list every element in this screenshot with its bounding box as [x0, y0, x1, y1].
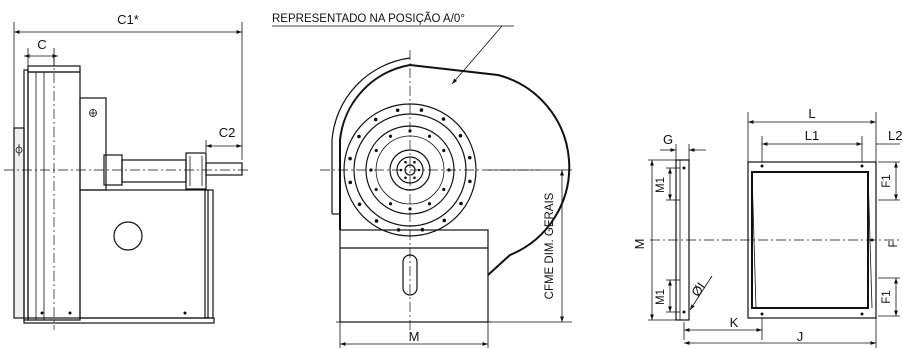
bolt-hole	[388, 202, 393, 206]
side-view: C1* C C2	[4, 12, 250, 330]
volute-outline	[339, 63, 571, 276]
bolt-hole	[427, 134, 432, 138]
position-note: REPRESENTADO NA POSIÇÃO A/0°	[272, 12, 465, 25]
bolt-hole	[420, 227, 425, 232]
base-box	[79, 189, 209, 319]
label-l1: L1	[805, 128, 819, 143]
bolt-hole	[467, 155, 472, 160]
front-view: REPRESENTADO NA POSIÇÃO A/0° CFME DIM. G…	[272, 12, 572, 348]
bolt-hole	[441, 117, 446, 121]
bolt-hole	[388, 134, 393, 138]
bolt-hole	[413, 160, 416, 164]
bolt-hole	[459, 201, 463, 206]
label-dia-i: ØI	[688, 279, 708, 299]
label-j: J	[797, 329, 804, 344]
bolt-hole	[374, 219, 379, 223]
label-c2: C2	[219, 125, 236, 140]
bolt-hole	[442, 148, 446, 153]
bolt-hole	[374, 187, 378, 192]
outlet-view: G M M1 M1 ØI K J L	[632, 106, 902, 348]
label-k: K	[730, 315, 739, 330]
label-f1-top: F1	[881, 174, 893, 187]
bolt-hole	[427, 202, 432, 206]
bolt-hole	[404, 176, 407, 180]
label-m1-top: M1	[655, 177, 667, 193]
label-f1-bottom: F1	[881, 290, 893, 303]
bolt-hole	[413, 176, 416, 180]
label-cfme: CFME DIM. GERAIS	[544, 192, 556, 299]
inlet-flange	[13, 127, 25, 319]
bolt-hole	[442, 187, 446, 192]
label-c: C	[37, 37, 46, 52]
bolt-hole	[468, 179, 472, 184]
label-m-front: M	[409, 329, 420, 344]
bolt-hole	[373, 117, 378, 122]
bolt-hole	[395, 108, 400, 113]
bolt-ring-hub	[399, 160, 421, 180]
label-m1-bottom: M1	[655, 289, 667, 305]
label-f: F	[888, 240, 900, 247]
bolt-hole	[357, 202, 362, 207]
bolt-hole	[442, 218, 447, 223]
label-m-side: M	[632, 239, 647, 250]
bolt-hole	[348, 156, 352, 161]
label-g: G	[663, 132, 673, 147]
bolt-hole	[357, 134, 361, 139]
front-base	[339, 229, 489, 323]
label-c1: C1*	[117, 12, 139, 27]
bolt-hole	[396, 228, 401, 232]
bolt-hole	[348, 180, 353, 185]
bolt-hole	[419, 108, 424, 112]
bolt-hole	[458, 133, 463, 138]
bolt-hole	[374, 148, 378, 153]
label-l: L	[808, 106, 815, 121]
bolt-hole	[404, 160, 407, 164]
label-l2: L2	[888, 128, 902, 143]
bolt-ring-outer	[348, 108, 472, 232]
